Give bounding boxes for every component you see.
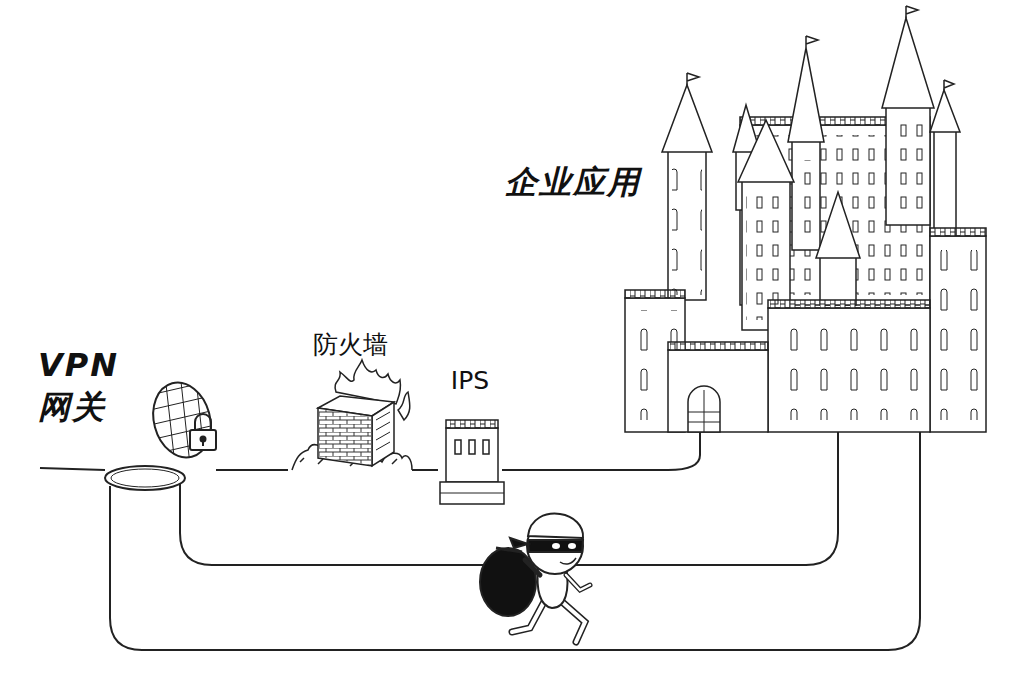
firewall-node: 防火墙 <box>288 330 412 472</box>
path-stroke <box>502 440 700 470</box>
node-label: 防火墙 <box>288 330 412 360</box>
path-stroke <box>180 440 838 565</box>
path-line <box>110 440 920 650</box>
path-line <box>216 470 288 471</box>
path-line <box>502 440 700 470</box>
ips-node: IPS <box>438 366 502 506</box>
ips-tower-figure <box>440 420 504 504</box>
path-stroke <box>110 440 920 650</box>
gateway-node: VPN 网关 <box>36 345 216 495</box>
path-line <box>180 440 838 565</box>
node-label: 企业应用 <box>505 162 655 204</box>
application-node: 企业应用 <box>505 8 1000 440</box>
path-line <box>412 470 438 471</box>
firewall-figure <box>292 360 412 470</box>
castle-figure <box>625 6 986 440</box>
path-stroke <box>412 469 438 471</box>
path-stroke <box>216 469 288 471</box>
node-label: VPN 网关 <box>38 345 138 428</box>
node-label: IPS <box>438 366 502 396</box>
